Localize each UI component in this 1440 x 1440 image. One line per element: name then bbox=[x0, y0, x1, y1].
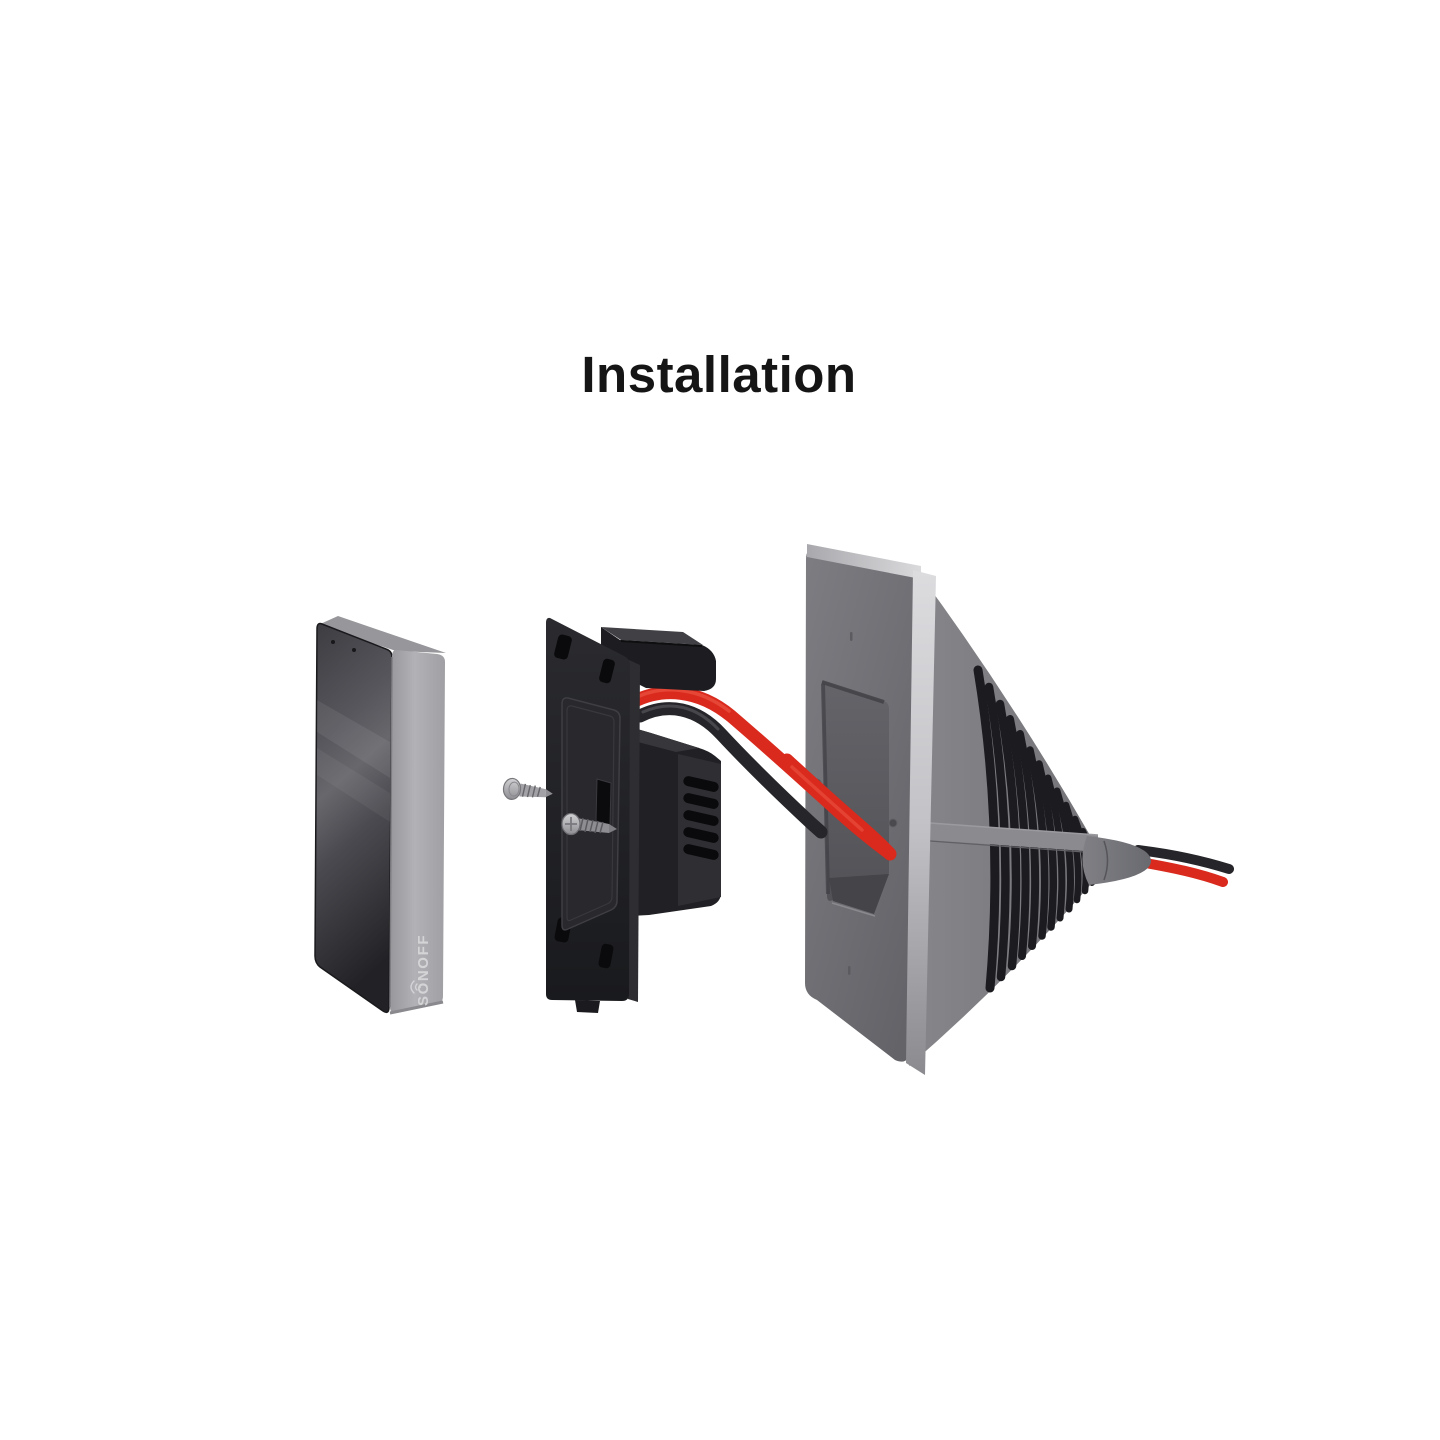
screw-head-rim bbox=[508, 781, 520, 797]
tip-seam bbox=[1103, 840, 1109, 881]
bracket-bottom-tab bbox=[575, 1000, 600, 1013]
red-wire-front bbox=[780, 753, 897, 861]
opening-back-face bbox=[822, 681, 889, 901]
enclosure-top-bevel bbox=[807, 544, 921, 579]
brand-logo-group: SONOFF bbox=[410, 934, 432, 1006]
wall-mount-enclosure bbox=[805, 544, 1151, 1075]
screw-head-cross bbox=[565, 817, 577, 831]
screw-head bbox=[502, 777, 522, 801]
bracket-side-edge bbox=[628, 660, 640, 1002]
black-wire-sheen bbox=[641, 704, 720, 731]
panel-sensor-dot bbox=[352, 648, 356, 652]
mounting-screw bbox=[502, 777, 553, 801]
red-wire-sheen bbox=[790, 765, 864, 832]
face-mark bbox=[848, 966, 851, 975]
page-title: Installation bbox=[581, 346, 856, 403]
front-panel-screen bbox=[314, 622, 393, 1014]
mounting-bracket bbox=[546, 617, 640, 1013]
clamp-ridge bbox=[620, 640, 703, 647]
black-wire-stub bbox=[1133, 845, 1234, 874]
wifi-icon bbox=[410, 980, 421, 994]
panel-edge-seam bbox=[389, 656, 393, 1008]
screen-reflection bbox=[317, 748, 390, 822]
mains-wires bbox=[626, 686, 897, 861]
band-shadow bbox=[929, 840, 1099, 854]
band-highlight bbox=[929, 822, 1099, 836]
module-top-face bbox=[630, 727, 699, 752]
red-wire-sheen bbox=[631, 688, 731, 713]
face-mark bbox=[850, 632, 853, 641]
enclosure-right-bevel bbox=[906, 570, 936, 1075]
inner-panel-slot bbox=[595, 778, 612, 826]
module-vents bbox=[683, 776, 719, 860]
front-panel-edge bbox=[390, 650, 445, 1014]
opening-floor bbox=[829, 874, 889, 914]
panel-sensor-dot bbox=[331, 640, 335, 644]
opening-shadow-top bbox=[821, 680, 885, 704]
switch-module bbox=[630, 727, 721, 916]
screen-reflection bbox=[317, 700, 390, 778]
opening-rim-highlight bbox=[831, 902, 876, 917]
inner-panel-outline bbox=[566, 705, 615, 922]
brand-logo: SONOFF bbox=[415, 934, 432, 1006]
front-panel-top-face bbox=[318, 616, 446, 653]
enclosure-band bbox=[930, 823, 1098, 852]
enclosure-tip bbox=[1082, 836, 1151, 885]
face-screw-hole bbox=[888, 818, 898, 828]
screw-tip bbox=[609, 824, 617, 833]
screw-tip bbox=[545, 789, 553, 798]
wire-stubs bbox=[1133, 845, 1234, 887]
bracket-inner-panel bbox=[561, 697, 621, 931]
clamp-top-face bbox=[601, 627, 703, 645]
inserted-screw bbox=[561, 812, 617, 836]
panel-bottom-edge bbox=[389, 1000, 444, 1015]
front-panel: SONOFF bbox=[314, 616, 446, 1015]
black-wire bbox=[633, 702, 828, 839]
